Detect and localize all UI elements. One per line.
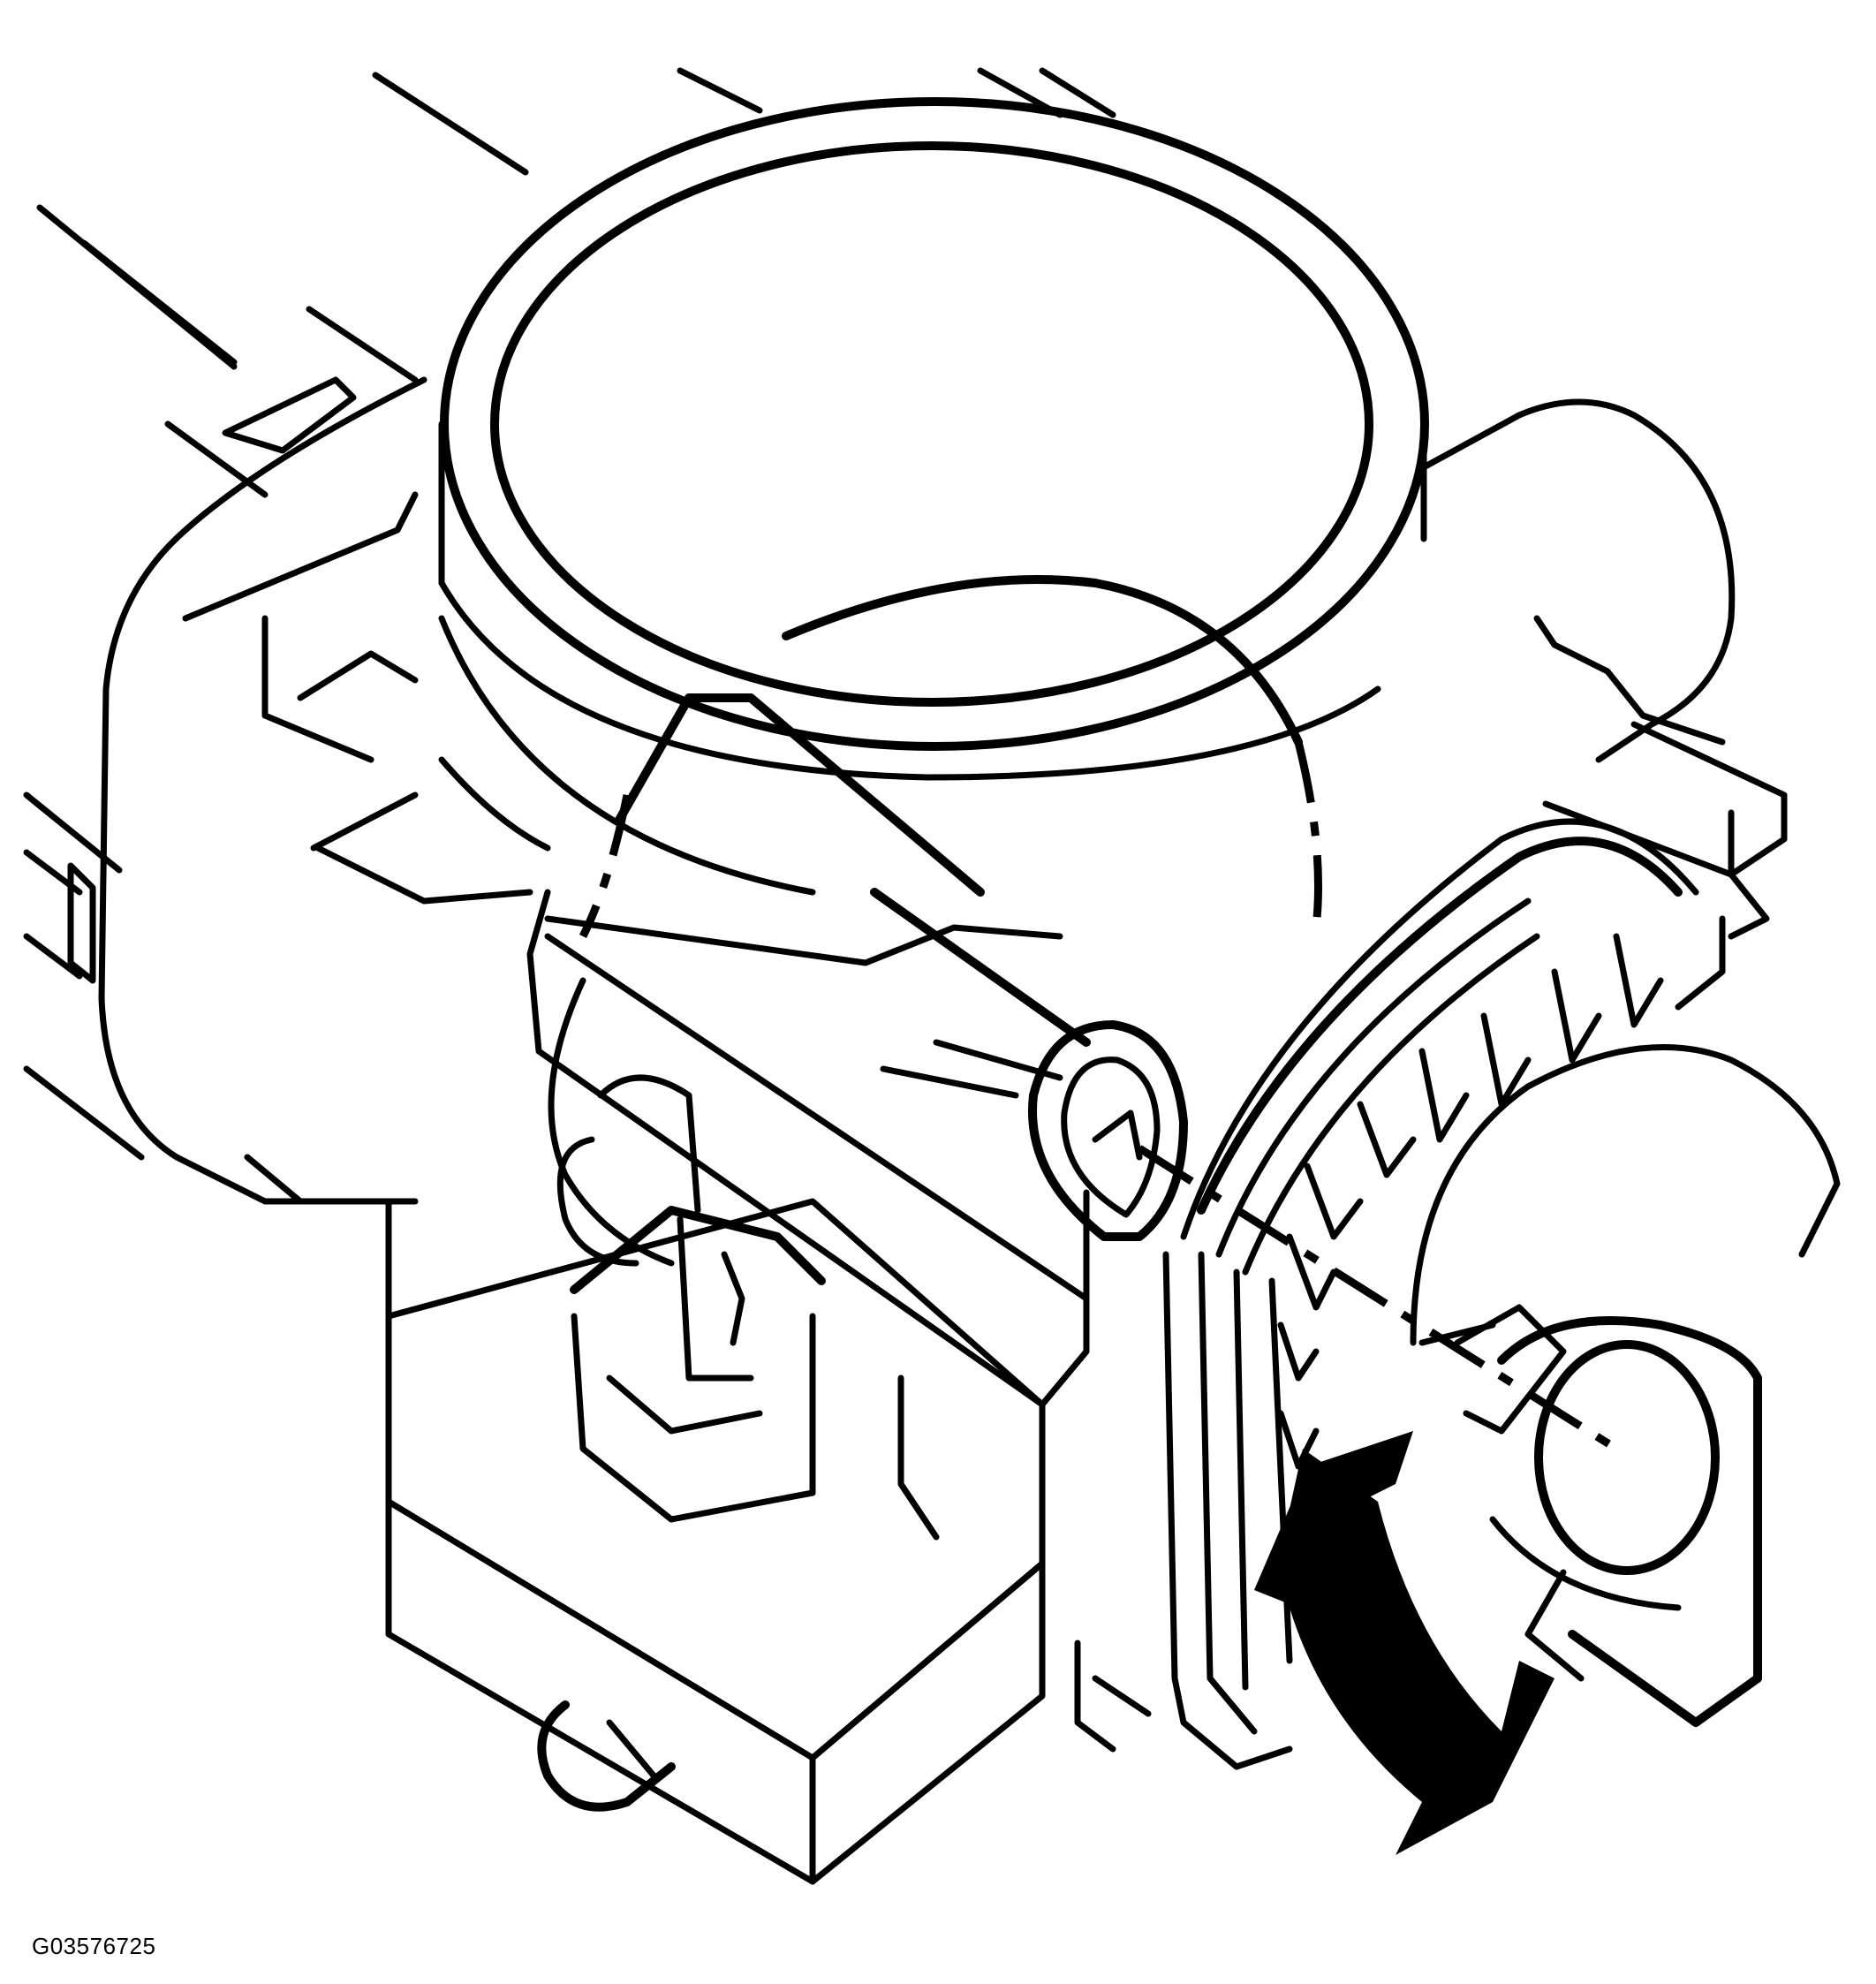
curved-rotation-arrow-icon (1254, 1431, 1555, 1855)
shaft-centerline (1137, 1145, 1619, 1452)
throttle-lever-sector (1162, 818, 1699, 1770)
mounting-plate (23, 67, 1116, 1161)
tps-sensor (1410, 1043, 1841, 1727)
connector-housing (385, 1074, 1046, 1885)
throttle-bore (438, 97, 1429, 1047)
iac-boss (1418, 398, 1788, 1011)
figure-caption: G03576725 (32, 1933, 156, 1959)
shaft-boss (1028, 1020, 1188, 1241)
coolant-nipple (537, 1639, 1152, 1812)
throttle-body-housing (98, 376, 533, 1320)
shaft-housing (526, 889, 1090, 1408)
